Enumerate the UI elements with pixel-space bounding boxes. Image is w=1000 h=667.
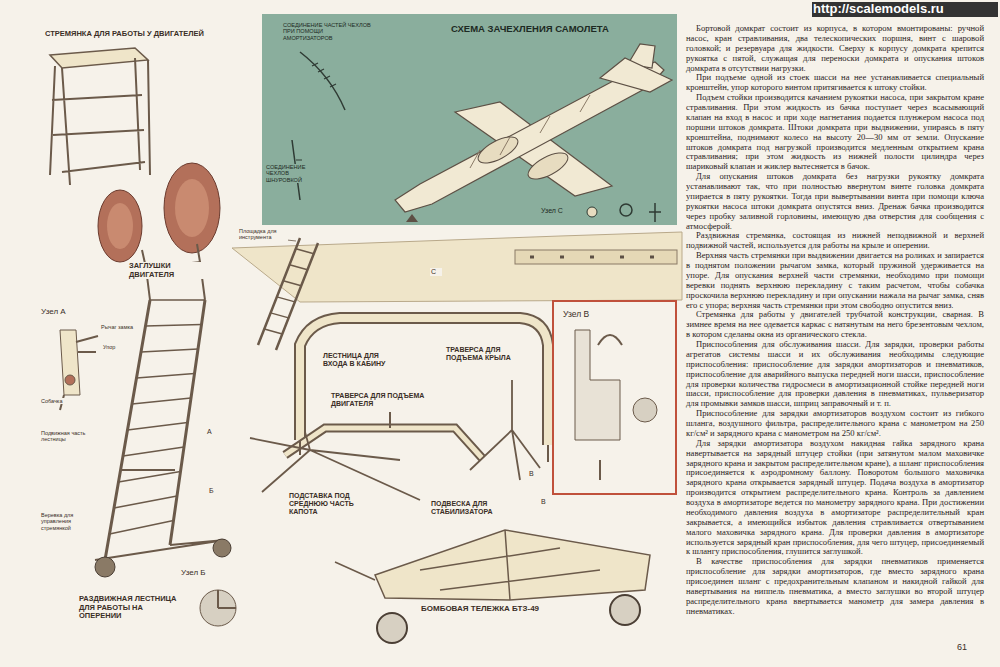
watermark: http://scalemodels.ru [812, 2, 998, 17]
ladder-base [95, 470, 225, 560]
cover-seams [470, 95, 590, 168]
traverse-hooks [300, 412, 548, 462]
leader-line [287, 240, 296, 241]
lock-pawl [65, 375, 75, 385]
body-paragraph: Для опускания штоков домкрата без нагруз… [686, 172, 984, 231]
callout-letter: С [430, 268, 442, 276]
part-title: СТРЕМЯНКА ДЛЯ РАБОТЫ У ДВИГАТЕЛЕЙ [44, 30, 241, 39]
ladder-wheel [95, 557, 115, 577]
aircraft-stabilizer [600, 58, 672, 92]
ladder-rail [105, 300, 205, 560]
callout-letter: В [540, 498, 552, 506]
hood-stand [250, 432, 420, 500]
stand-platform [50, 48, 148, 68]
node-c-part [587, 207, 597, 217]
node-v-detail [575, 330, 620, 440]
part-title: ЛЕСТНИЦА ДЛЯ ВХОДА В КАБИНУ [322, 352, 406, 368]
callout-text: СОЕДИНЕНИЕ ЧЕХЛОВ ШНУРОВКОЙ [265, 164, 315, 183]
stand-frame [50, 58, 150, 185]
part-title: БОМБОВАЯ ТЕЛЕЖКА БТЗ-49 [420, 604, 582, 613]
part-label: Собачка [40, 398, 82, 404]
ladder-rungs [110, 300, 206, 534]
callout-text: СОЕДИНЕНИЕ ЧАСТЕЙ ЧЕХЛОВ ПРИ ПОМОЩИ АМОР… [282, 22, 372, 41]
part-label: Подвижная часть лестницы [40, 430, 92, 443]
cover-part [406, 214, 418, 222]
detail-title: Узел В [562, 310, 624, 320]
text-column: Бортовой домкрат состоит из корпуса, в к… [686, 24, 984, 617]
detail-title: Узел Б [180, 568, 222, 577]
engine-nacelle [474, 132, 521, 169]
node-c-part [620, 204, 632, 216]
bomb-cart-frame [335, 530, 600, 600]
node-v-detail [633, 398, 657, 422]
callout-letter: А [206, 428, 218, 436]
detail-title: Узел С [540, 207, 582, 215]
spring-coils [296, 63, 336, 180]
detail-title: Узел А [40, 307, 92, 316]
part-title: ТРАВЕРСА ДЛЯ ПОДЪЕМА ДВИГАТЕЛЯ [330, 392, 437, 408]
bomb-cart-body [375, 530, 650, 600]
body-paragraph: Раздвижная стремянка, состоящая из нижне… [686, 231, 984, 251]
callout-letter: Б [208, 487, 220, 495]
strip-holes [530, 256, 654, 259]
stabilizer-sling [470, 380, 540, 480]
part-label: Веревка для управления стремянкой [40, 512, 94, 531]
part-label: Рычаг замка [100, 324, 142, 330]
callout-letter: В [528, 470, 540, 478]
lock-detail [60, 330, 80, 395]
node-c-part [649, 203, 661, 222]
body-paragraph: Приспособление для зарядки амортизаторов… [686, 409, 984, 439]
engine-traverse [285, 428, 482, 458]
cart-wheel [610, 595, 640, 625]
ladder-wheel [213, 539, 231, 557]
body-paragraph: Бортовой домкрат состоит из корпуса, в к… [686, 24, 984, 73]
engine-traverse [285, 428, 482, 458]
part-title: РАЗДВИЖНАЯ ЛЕСТНИЦА ДЛЯ РАБОТЫ НА ОПЕРЕН… [78, 595, 188, 621]
detail-box: Узел В [552, 300, 677, 495]
engine-plug [175, 179, 209, 237]
cart-wheel [377, 613, 407, 643]
body-paragraph: При подъеме одной из стоек шасси на нее … [686, 73, 984, 93]
engine-plug [98, 190, 142, 262]
lifting-strip [515, 250, 677, 264]
cockpit-ladder-rungs [264, 249, 314, 334]
engine-nacelle [524, 148, 571, 185]
engine-plug [107, 203, 133, 249]
node-b-detail [200, 590, 236, 626]
node-b-detail [218, 590, 236, 608]
part-title: ПОДСТАВКА ПОД СРЕДНЮЮ ЧАСТЬ КАПОТА [288, 492, 366, 516]
part-label: Площадка для инструмента [238, 228, 288, 241]
cover-panel: СХЕМА ЗАЧЕХЛЕНИЯ САМОЛЕТА СОЕДИНЕНИЕ ЧАСТ… [262, 14, 677, 225]
panel-title: СХЕМА ЗАЧЕХЛЕНИЯ САМОЛЕТА [450, 24, 672, 35]
page-number: 61 [956, 642, 980, 652]
body-paragraph: Подъем стойки производится качанием руко… [686, 93, 984, 172]
body-paragraph: Верхняя часть стремянки при выдвижении д… [686, 251, 984, 310]
part-label: Упор [102, 344, 134, 350]
body-paragraph: Стремянка для работы у двигателей трубча… [686, 310, 984, 340]
part-title: ПОДВЕСКА ДЛЯ СТАБИЛИЗАТОРА [430, 500, 510, 516]
cover-panel-ground [262, 14, 677, 225]
part-title: ЗАГЛУШКИ ДВИГАТЕЛЯ [128, 262, 210, 279]
engine-plug [164, 163, 220, 253]
body-paragraph: Для зарядки амортизатора воздухом накидн… [686, 439, 984, 558]
part-title: ТРАВЕРСА ДЛЯ ПОДЪЕМА КРЫЛА [445, 346, 539, 362]
body-paragraph: В качестве приспособления для зарядки пн… [686, 557, 984, 616]
node-v-detail [598, 335, 622, 480]
body-paragraph: Приспособления для обслуживания шасси. Д… [686, 340, 984, 409]
